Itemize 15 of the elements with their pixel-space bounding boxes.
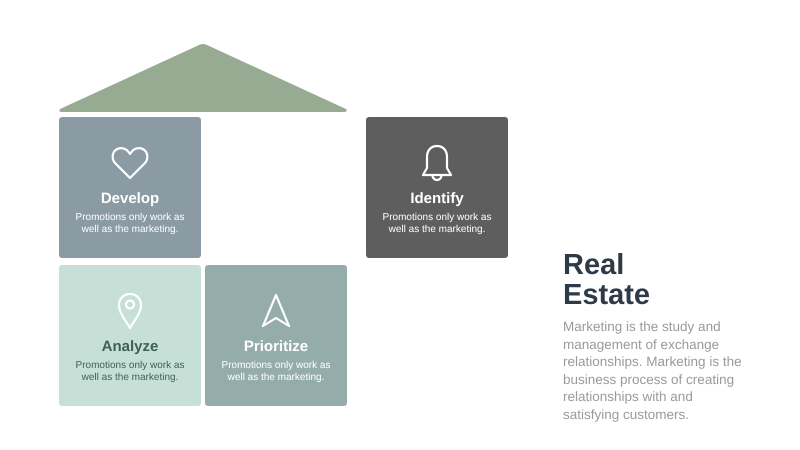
card-description: Promotions only work as well as the marketing. [74, 360, 186, 384]
card-heading: Analyze [102, 338, 158, 356]
card-description: Promotions only work as well as the marketing. [74, 212, 186, 236]
feature-card [59, 265, 201, 406]
card-heading: Prioritize [244, 338, 308, 356]
card-description: Promotions only work as well as the marketing. [382, 212, 492, 236]
feature-card [205, 265, 347, 406]
feature-card [366, 117, 508, 258]
title: Real Estate [563, 250, 652, 310]
card-description: Promotions only work as well as the marketing. [220, 360, 332, 384]
description-text: Marketing is the study and management of exchange relationships. Marketing is the business process of creating relationships with and satisfying customers. [563, 318, 743, 423]
roof-shape [57, 43, 349, 113]
card-heading: Identify [410, 190, 464, 208]
feature-card [59, 117, 201, 258]
card-heading: Develop [100, 190, 160, 208]
